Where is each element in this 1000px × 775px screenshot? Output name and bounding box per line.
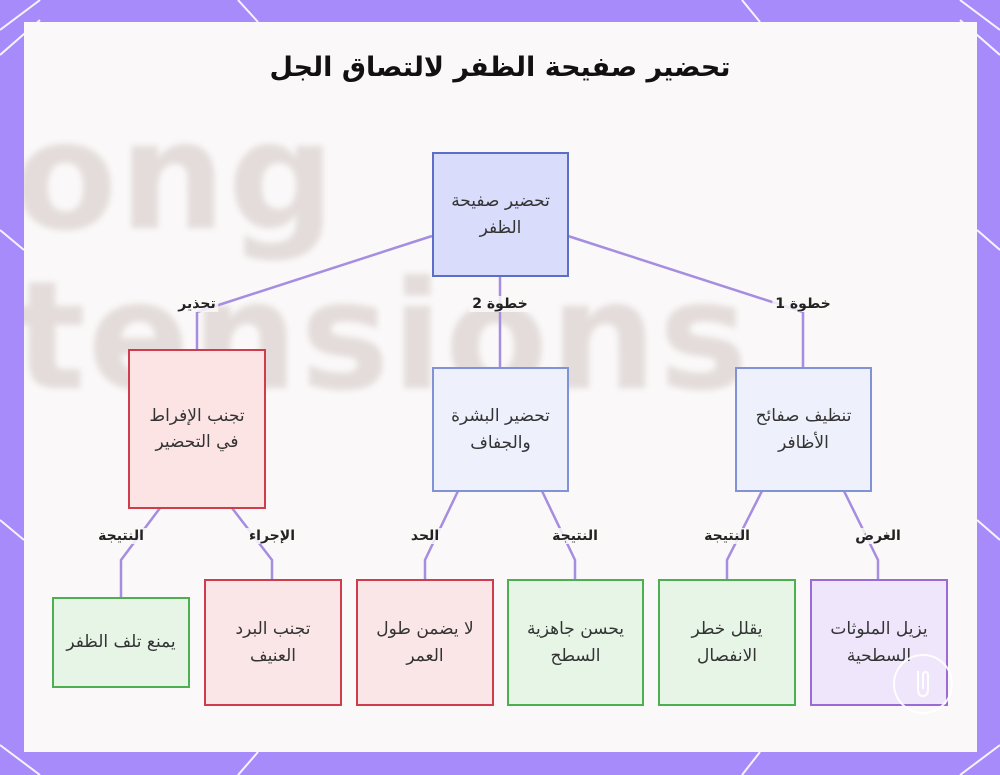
node-leaf2: تجنب البرد العنيف <box>204 579 342 706</box>
node-leaf5: يقلل خطر الانفصال <box>658 579 796 706</box>
edge-label-step2: خطوة 2 <box>469 296 531 312</box>
node-leaf6-text: يزيل الملوثات السطحية <box>830 619 928 666</box>
edge-root-step1 <box>567 234 804 314</box>
watermark-line-1: ong <box>24 90 338 264</box>
edge-label-warning: تحذير <box>175 296 219 312</box>
edge-warning-leaf2 <box>231 507 274 579</box>
edge-label-leaf6: الغرض <box>852 528 904 544</box>
node-root-text: تحضير صفيحة الظفر <box>451 191 550 238</box>
node-step2: تحضير البشرة والجفاف <box>432 367 569 492</box>
node-leaf3: لا يضمن طول العمر <box>356 579 494 706</box>
diagram-title: تحضير صفيحة الظفر لالتصاق الجل <box>269 52 731 83</box>
edge-label-leaf2: الإجراء <box>246 528 298 544</box>
edge-step1-leaf6 <box>842 490 880 579</box>
node-warning: تجنب الإفراط في التحضير <box>128 349 266 509</box>
node-leaf5-text: يقلل خطر الانفصال <box>691 619 763 666</box>
edge-label-step1: خطوة 1 <box>772 296 834 312</box>
edge-step2-leaf3 <box>423 490 460 579</box>
edge-root-warning <box>196 234 433 314</box>
edge-label-leaf5: النتيجة <box>701 528 753 544</box>
node-step1-text: تنظيف صفائح الأظافر <box>755 406 852 453</box>
edge-warning-leaf1 <box>119 507 161 597</box>
edge-step2-leaf4 <box>540 490 577 579</box>
node-leaf3-text: لا يضمن طول العمر <box>376 619 474 666</box>
node-leaf1-text: يمنع تلف الظفر <box>66 632 176 653</box>
node-leaf1: يمنع تلف الظفر <box>52 597 190 688</box>
node-step2-text: تحضير البشرة والجفاف <box>451 406 550 453</box>
node-leaf4-text: يحسن جاهزية السطح <box>526 619 625 666</box>
node-warning-text: تجنب الإفراط في التحضير <box>149 405 245 452</box>
edge-step1-leaf5 <box>725 490 764 579</box>
edge-label-leaf4: النتيجة <box>549 528 601 544</box>
node-root: تحضير صفيحة الظفر <box>432 152 569 277</box>
brand-logo-icon <box>893 654 953 714</box>
node-step1: تنظيف صفائح الأظافر <box>735 367 872 492</box>
node-leaf4: يحسن جاهزية السطح <box>507 579 644 706</box>
edge-label-leaf3: الحد <box>407 528 443 544</box>
node-leaf2-text: تجنب البرد العنيف <box>235 619 311 666</box>
edge-label-leaf1: النتيجة <box>95 528 147 544</box>
